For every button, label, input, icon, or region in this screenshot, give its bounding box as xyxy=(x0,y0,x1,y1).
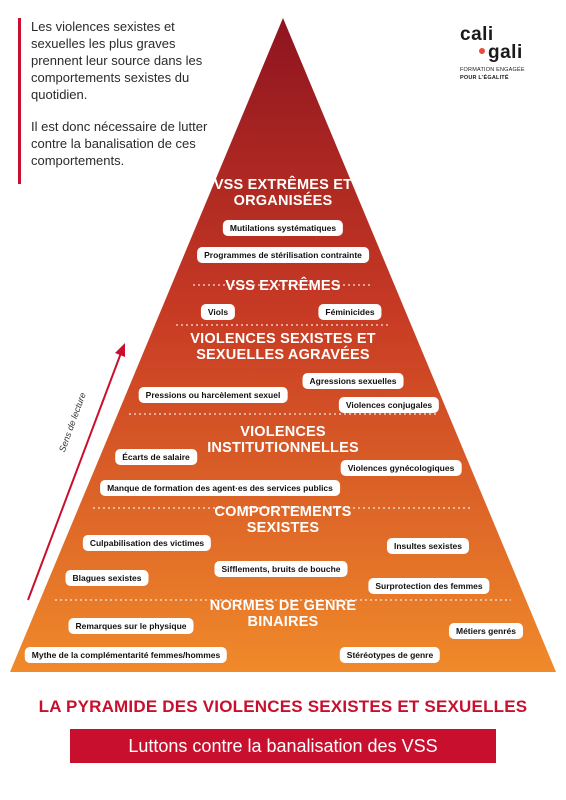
pill-surprotection: Surprotection des femmes xyxy=(368,578,490,594)
pill-mutilations: Mutilations systématiques xyxy=(222,220,344,236)
poster-title: LA PYRAMIDE DES VIOLENCES SEXISTES ET SE… xyxy=(38,697,528,716)
arrow-head-icon xyxy=(115,343,125,357)
pill-ecarts-salaire: Écarts de salaire xyxy=(115,449,197,465)
level-title-4: VIOLENCES INSTITUTIONNELLES xyxy=(207,424,359,456)
pill-viols: Viols xyxy=(200,304,236,320)
logo-tagline-1: FORMATION ENGAGÉE xyxy=(460,67,525,73)
pill-sifflements: Sifflements, bruits de bouche xyxy=(214,561,348,577)
logo-dot-icon xyxy=(479,48,485,54)
level-title-2: VSS EXTRÊMES xyxy=(225,278,341,294)
slogan-text: Luttons contre la banalisation des VSS xyxy=(128,735,438,756)
pill-insultes: Insultes sexistes xyxy=(386,538,470,554)
pill-feminicides: Féminicides xyxy=(318,304,382,320)
slogan-banner: Luttons contre la banalisation des VSS xyxy=(70,729,496,763)
pill-remarques-physique: Remarques sur le physique xyxy=(68,618,194,634)
pill-culpabilisation: Culpabilisation des victimes xyxy=(82,535,212,551)
level-title-1: VSS EXTRÊMES ET ORGANISÉES xyxy=(213,177,353,209)
intro-paragraph-2: Il est donc nécessaire de lutter contre … xyxy=(31,119,208,168)
logo-word-1: cali xyxy=(460,24,494,45)
intro-paragraph-1: Les violences sexistes et sexuelles les … xyxy=(31,19,203,102)
pill-pressions: Pressions ou harcèlement sexuel xyxy=(138,387,288,403)
pill-blagues: Blagues sexistes xyxy=(65,570,149,586)
pill-violences-conjugales: Violences conjugales xyxy=(338,397,440,413)
level-title-5: COMPORTEMENTS SEXISTES xyxy=(214,504,352,536)
intro-text: Les violences sexistes et sexuelles les … xyxy=(18,18,209,184)
logo-word-2: gali xyxy=(488,42,523,63)
pill-sterilisation: Programmes de stérilisation contrainte xyxy=(197,247,369,263)
level-title-3: VIOLENCES SEXISTES ET SEXUELLES AGRAVÉES xyxy=(190,331,376,363)
pill-violences-gynecologiques: Violences gynécologiques xyxy=(340,460,462,476)
pill-mythe-complementarite: Mythe de la complémentarité femmes/homme… xyxy=(24,647,228,663)
pyramid xyxy=(10,18,556,672)
caligali-logo: cali gali FORMATION ENGAGÉE POUR L'ÉGALI… xyxy=(452,24,557,86)
pill-metiers-genres: Métiers genrés xyxy=(449,623,523,639)
reading-direction-arrow xyxy=(27,343,125,601)
pill-agressions: Agressions sexuelles xyxy=(302,373,404,389)
logo-tagline-2: POUR L'ÉGALITÉ xyxy=(460,75,509,81)
pill-stereotypes: Stéréotypes de genre xyxy=(339,647,441,663)
pill-manque-formation: Manque de formation des agent·es des ser… xyxy=(100,480,340,496)
level-dividers xyxy=(55,284,511,601)
level-title-6: NORMES DE GENRE BINAIRES xyxy=(209,598,357,630)
